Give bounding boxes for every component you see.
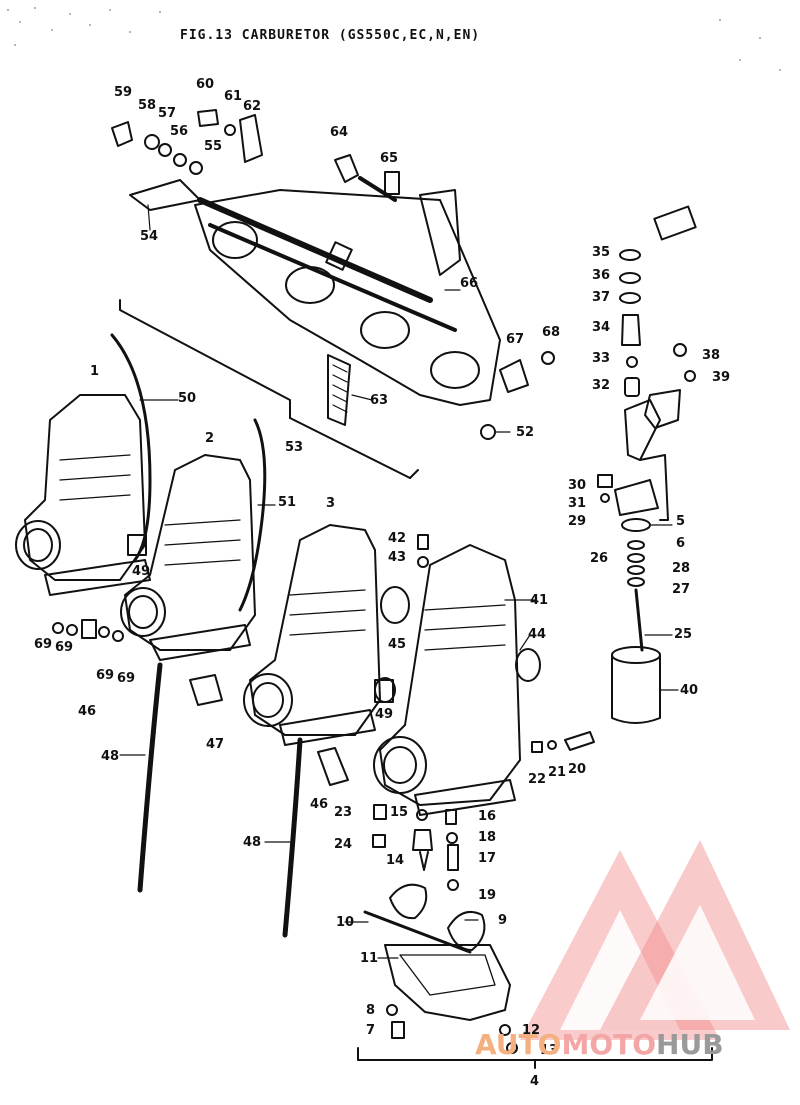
callout-53: 53 <box>285 440 304 455</box>
callout-69-d: 69 <box>117 671 136 686</box>
callout-40: 40 <box>680 683 699 698</box>
callout-52: 52 <box>516 425 535 440</box>
callout-34: 34 <box>592 320 611 335</box>
callout-67: 67 <box>506 332 525 347</box>
callout-68: 68 <box>542 325 561 340</box>
callout-64: 64 <box>330 125 349 140</box>
callout-33: 33 <box>592 351 611 366</box>
callout-16: 16 <box>478 809 497 824</box>
callout-30: 30 <box>568 478 587 493</box>
callout-39: 39 <box>712 370 731 385</box>
callout-20: 20 <box>568 762 587 777</box>
callout-19: 19 <box>478 888 497 903</box>
callout-51: 51 <box>278 495 297 510</box>
watermark-auto: AUTO <box>475 1028 562 1061</box>
callout-37: 37 <box>592 290 611 305</box>
callout-1: 1 <box>90 364 100 379</box>
choke-parts-column <box>597 205 697 724</box>
watermark-mark-icon <box>520 840 790 1040</box>
callout-36: 36 <box>592 268 611 283</box>
carburetor-body-3 <box>243 524 410 746</box>
callout-58: 58 <box>138 98 157 113</box>
callout-13: 13 <box>540 1043 559 1058</box>
watermark-moto: MOTO <box>561 1028 657 1061</box>
callout-65: 65 <box>380 151 399 166</box>
watermark-logo: AUTOMOTOHUB <box>475 1028 724 1061</box>
scan-noise <box>7 7 781 71</box>
callout-46-a: 46 <box>78 704 97 719</box>
callout-6: 6 <box>676 536 686 551</box>
connector-parts <box>52 534 595 891</box>
callout-25: 25 <box>674 627 693 642</box>
callout-61: 61 <box>224 89 243 104</box>
callout-5: 5 <box>676 514 686 529</box>
callout-10: 10 <box>336 915 355 930</box>
callout-4: 4 <box>530 1074 540 1089</box>
leader-lines <box>119 204 679 959</box>
callout-45: 45 <box>388 637 407 652</box>
callout-43: 43 <box>388 550 407 565</box>
callout-32: 32 <box>592 378 611 393</box>
assembly-bracket-4 <box>357 1047 713 1069</box>
callout-62: 62 <box>243 99 262 114</box>
callout-38: 38 <box>702 348 721 363</box>
callout-49-b: 49 <box>375 707 394 722</box>
carburetor-body-2 <box>120 454 256 661</box>
callout-17: 17 <box>478 851 497 866</box>
callout-55: 55 <box>204 139 223 154</box>
callout-24: 24 <box>334 837 353 852</box>
callout-7: 7 <box>366 1023 376 1038</box>
callout-59: 59 <box>114 85 133 100</box>
callout-2: 2 <box>205 431 215 446</box>
callout-29: 29 <box>568 514 587 529</box>
callout-60: 60 <box>196 77 215 92</box>
callout-42: 42 <box>388 531 407 546</box>
callout-23: 23 <box>334 805 353 820</box>
fuel-hoses <box>110 333 303 938</box>
float-bowl-assembly <box>363 883 518 1054</box>
throttle-linkage-plate <box>129 179 501 406</box>
callout-66: 66 <box>460 276 479 291</box>
callout-12: 12 <box>522 1023 541 1038</box>
callout-31: 31 <box>568 496 587 511</box>
callout-15: 15 <box>390 805 409 820</box>
callout-22: 22 <box>528 772 547 787</box>
figure-title: FIG.13 CARBURETOR (GS550C,EC,N,EN) <box>180 28 481 43</box>
callout-8: 8 <box>366 1003 376 1018</box>
watermark-hub: HUB <box>656 1028 724 1061</box>
callout-48-b: 48 <box>243 835 262 850</box>
hardware-top <box>111 109 555 440</box>
callout-26: 26 <box>590 551 609 566</box>
callout-27: 27 <box>672 582 691 597</box>
callout-11: 11 <box>360 951 379 966</box>
callout-57: 57 <box>158 106 177 121</box>
callout-3: 3 <box>326 496 336 511</box>
callout-69-c: 69 <box>96 668 115 683</box>
callout-49-a: 49 <box>132 564 151 579</box>
callout-50: 50 <box>178 391 197 406</box>
callout-56: 56 <box>170 124 189 139</box>
callout-69-b: 69 <box>55 640 74 655</box>
carburetor-body-4 <box>373 544 541 816</box>
callout-69-a: 69 <box>34 637 53 652</box>
callout-21: 21 <box>548 765 567 780</box>
callout-9: 9 <box>498 913 508 928</box>
callout-18: 18 <box>478 830 497 845</box>
callout-47: 47 <box>206 737 225 752</box>
callout-44: 44 <box>528 627 547 642</box>
carburetor-body-1 <box>15 394 151 596</box>
callout-48-a: 48 <box>101 749 120 764</box>
callout-28: 28 <box>672 561 691 576</box>
callout-41: 41 <box>530 593 549 608</box>
callout-46-b: 46 <box>310 797 329 812</box>
callout-14: 14 <box>386 853 405 868</box>
callout-63: 63 <box>370 393 389 408</box>
assembly-bracket-53 <box>119 299 419 479</box>
callout-54: 54 <box>140 229 159 244</box>
callout-35: 35 <box>592 245 611 260</box>
